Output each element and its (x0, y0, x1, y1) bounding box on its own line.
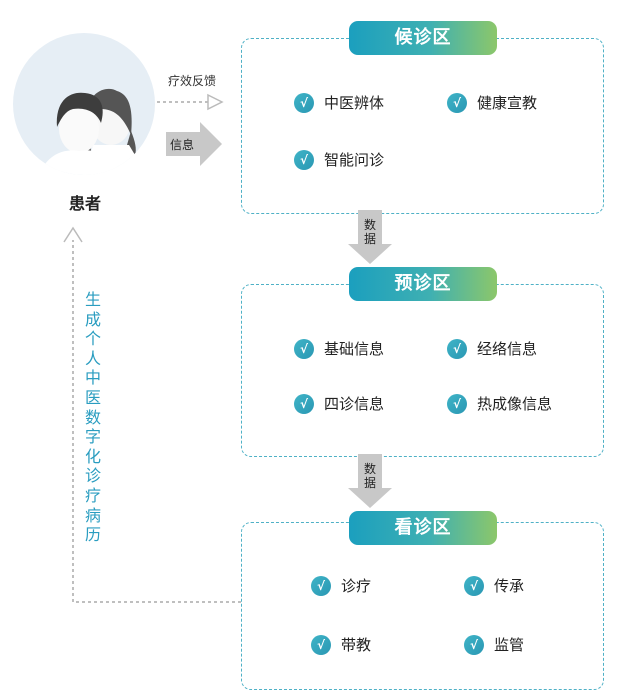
check-icon: √ (311, 634, 331, 655)
consult-item-inheritance: √ 传承 (464, 575, 524, 596)
down-arrow-icon (348, 454, 392, 508)
pre-item-meridian-info: √ 经络信息 (447, 338, 537, 359)
waiting-zone-box (241, 38, 604, 214)
data-arrow-label-1: 数据 (363, 218, 376, 246)
info-arrow-icon (166, 122, 222, 166)
waiting-item-health-education: √ 健康宣教 (447, 92, 537, 113)
pre-item-basic-info: √ 基础信息 (294, 338, 384, 359)
info-label: 信息 (170, 138, 195, 152)
feedback-label: 疗效反馈 (168, 74, 217, 88)
check-icon: √ (294, 393, 314, 414)
pre-diagnosis-zone-box (241, 284, 604, 457)
side-caption-generate-record: 生成个人中医数字化诊疗病历 (84, 290, 101, 545)
consult-item-supervision: √ 监管 (464, 634, 524, 655)
waiting-item-constitution: √ 中医辨体 (294, 92, 384, 113)
consultation-zone-title: 看诊区 (349, 511, 497, 545)
check-icon: √ (464, 634, 484, 655)
pre-item-four-diagnosis-info: √ 四诊信息 (294, 393, 384, 414)
patients-icon (41, 88, 147, 175)
pre-item-thermal-imaging-info: √ 热成像信息 (447, 393, 552, 414)
check-icon: √ (447, 92, 467, 113)
consult-item-diagnosis-treatment: √ 诊疗 (311, 575, 371, 596)
check-icon: √ (447, 393, 467, 414)
check-icon: √ (464, 575, 484, 596)
return-line (72, 240, 241, 603)
feedback-arrowhead (207, 93, 224, 111)
consult-item-mentoring: √ 带教 (311, 634, 371, 655)
data-arrow-label-2: 数据 (363, 462, 376, 490)
check-icon: √ (447, 338, 467, 359)
check-icon: √ (294, 338, 314, 359)
pre-diagnosis-zone-title: 预诊区 (349, 267, 497, 301)
down-arrow-icon (348, 210, 392, 264)
consultation-zone-box (241, 522, 604, 690)
check-icon: √ (311, 575, 331, 596)
check-icon: √ (294, 92, 314, 113)
patient-avatar (13, 33, 155, 175)
return-arrowhead (63, 226, 83, 243)
check-icon: √ (294, 149, 314, 170)
waiting-zone-title: 候诊区 (349, 21, 497, 55)
patient-label: 患者 (68, 194, 101, 213)
waiting-item-smart-inquiry: √ 智能问诊 (294, 149, 384, 170)
